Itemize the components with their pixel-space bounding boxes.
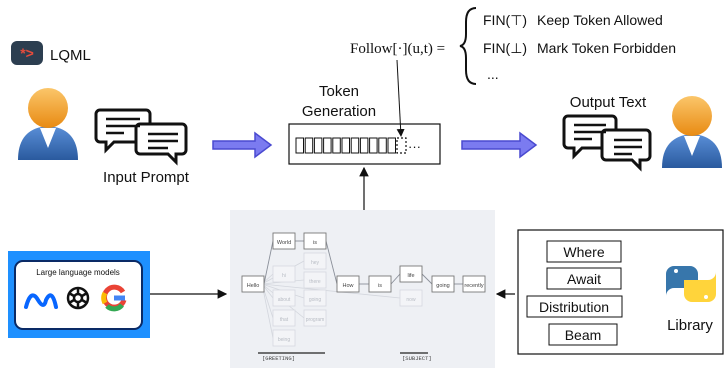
graph-node-faded-label: there	[309, 279, 321, 285]
meta-logo-icon	[24, 293, 58, 309]
library-item-await	[546, 267, 622, 290]
graph-node-faded-label: going	[309, 297, 321, 303]
graph-edge	[261, 283, 274, 339]
follow-pointer	[396, 59, 405, 137]
brand-logo: *> LQML	[11, 41, 91, 65]
graph-node-label: Hello	[247, 283, 260, 289]
library-label: Library	[667, 317, 713, 334]
token-generation-title: Token	[319, 83, 359, 100]
user-avatar-icon	[18, 88, 78, 160]
follow-row-1-label: FIN(⊤)	[483, 12, 527, 28]
follow-expression: Follow[·](u,t) =	[350, 41, 445, 57]
graph-node	[431, 275, 455, 293]
google-logo-icon	[101, 284, 127, 312]
token-graph-panel: hi hey about there going program that being now H…	[230, 210, 495, 368]
flow-arrow-icon	[461, 131, 538, 159]
llm-panel: Large language models	[8, 251, 150, 338]
graph-node-faded	[272, 309, 296, 327]
library-item-beam-label: Beam	[565, 327, 602, 343]
token-ellipsis: ···	[408, 139, 421, 154]
token-cell	[341, 137, 350, 154]
graph-node-faded-label: now	[406, 297, 416, 303]
graph-node-faded	[272, 289, 296, 307]
graph-node	[272, 232, 296, 250]
graph-node-faded-label: program	[306, 317, 325, 323]
chat-bubbles-icon	[562, 114, 652, 172]
chat-bubbles-icon	[94, 108, 188, 166]
brand-name: LQML	[50, 47, 91, 64]
graph-node	[336, 275, 360, 293]
token-cell	[359, 137, 369, 154]
token-graph: hi hey about there going program that being now H…	[241, 232, 486, 362]
library-item-distribution-label: Distribution	[539, 299, 609, 315]
token-cell	[323, 137, 332, 154]
graph-node-faded-label: that	[280, 317, 289, 323]
graph-edge	[261, 283, 401, 299]
graph-node	[368, 275, 392, 293]
python-logo-icon	[666, 266, 716, 302]
graph-node-label: recently	[464, 283, 484, 289]
follow-row-2-text: Mark Token Forbidden	[537, 40, 676, 56]
graph-edge	[263, 240, 274, 285]
graph-tag-label: [GREETING]	[262, 355, 295, 362]
graph-node	[303, 232, 327, 250]
graph-edge	[421, 273, 433, 285]
graph-node-faded	[303, 289, 327, 307]
graph-node-faded-label: about	[278, 297, 291, 303]
graph-node-label: How	[342, 283, 353, 289]
graph-node-label: is	[313, 240, 317, 246]
token-cell	[332, 137, 341, 154]
graph-node-faded-label: hey	[311, 260, 320, 266]
openai-logo-icon	[66, 286, 90, 310]
graph-node	[462, 275, 486, 293]
token-cells	[295, 137, 396, 154]
token-graph-background	[230, 210, 495, 368]
graph-node-faded-label: hi	[282, 273, 286, 279]
token-cell	[350, 137, 360, 154]
library-item-where	[546, 240, 622, 263]
graph-node-faded	[272, 329, 296, 347]
token-cell	[369, 137, 378, 154]
follow-row-1-text: Keep Token Allowed	[537, 12, 663, 28]
brand-logo-badge	[11, 41, 43, 65]
follow-row-3-label: ...	[487, 66, 499, 82]
candidate-token-cell	[396, 137, 407, 154]
token-cell	[304, 137, 314, 154]
graph-tag-label: [SUBJECT]	[402, 355, 432, 362]
flow-arrow-icon	[212, 131, 273, 159]
token-generation-subtitle: Generation	[302, 103, 376, 120]
graph-node	[399, 265, 423, 283]
graph-node-faded-label: being	[278, 337, 290, 343]
graph-node-faded	[303, 271, 327, 289]
brand-logo-glyph: *>	[20, 45, 34, 61]
graph-edge	[325, 240, 338, 285]
graph-node	[241, 275, 265, 293]
graph-node-faded	[303, 309, 327, 327]
llm-panel-title: Large language models	[36, 268, 120, 277]
token-cell	[313, 137, 323, 154]
input-prompt-label: Input Prompt	[103, 169, 190, 186]
token-cell	[387, 137, 396, 154]
graph-node-label: life	[407, 273, 414, 279]
graph-edge	[390, 273, 401, 285]
follow-brace	[459, 7, 477, 85]
graph-node-label: going	[436, 283, 449, 289]
graph-node-faded	[399, 289, 423, 307]
token-cell	[295, 137, 304, 154]
library-item-where-label: Where	[563, 244, 604, 260]
graph-node-faded	[272, 265, 296, 283]
graph-node-label: is	[378, 283, 382, 289]
token-cell	[378, 137, 387, 154]
user-avatar-icon	[662, 96, 722, 168]
graph-node-faded	[303, 252, 327, 270]
library-item-distribution	[526, 295, 623, 318]
library-item-await-label: Await	[567, 271, 601, 287]
graph-node-label: World	[277, 240, 291, 246]
follow-row-2-label: FIN(⊥)	[483, 40, 527, 56]
library-panel: Where Await Distribution Beam Library	[517, 229, 724, 355]
output-text-label: Output Text	[570, 94, 647, 111]
library-item-beam	[548, 323, 618, 346]
